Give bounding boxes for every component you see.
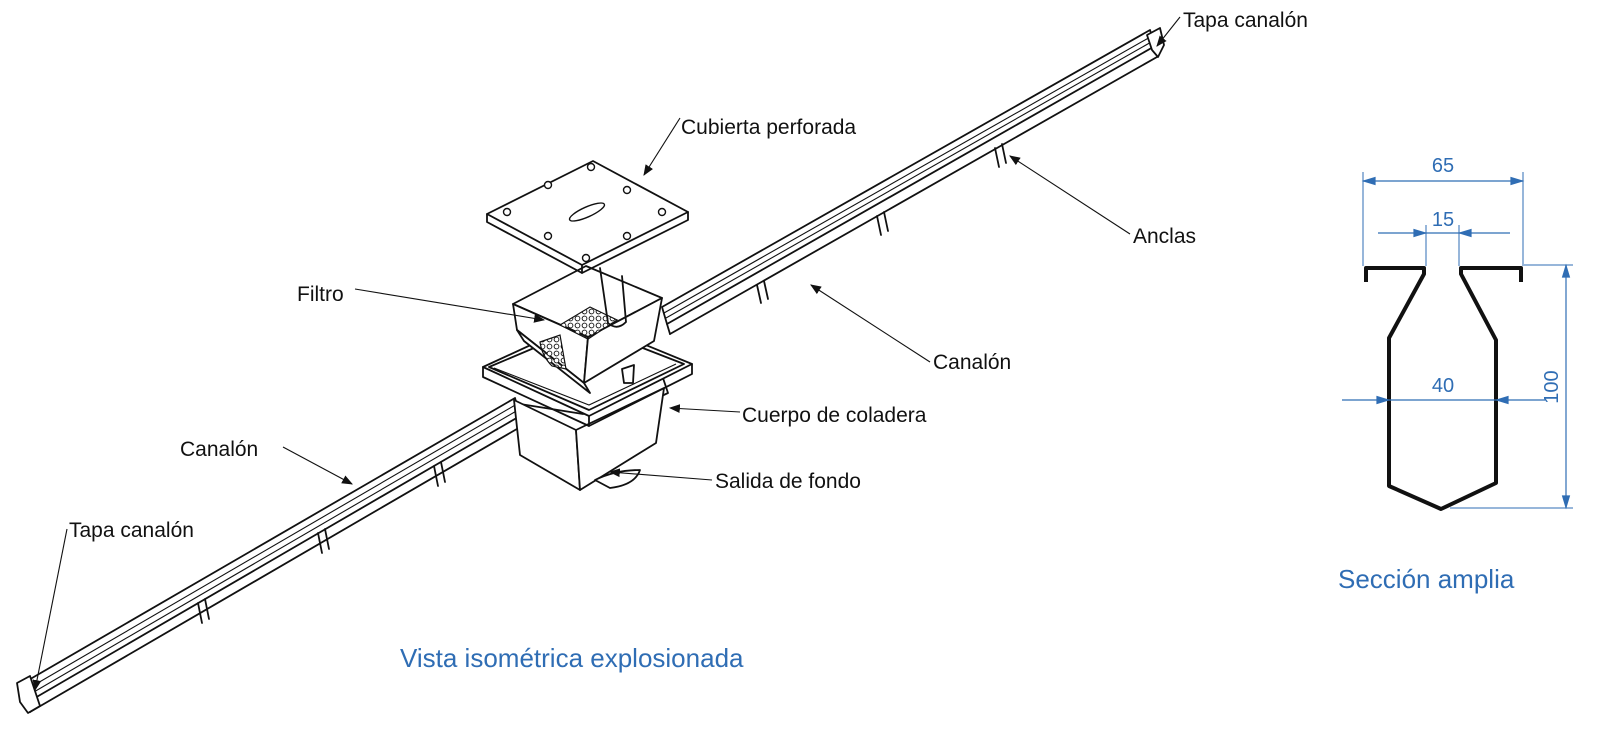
title-isometric-view: Vista isométrica explosionada: [400, 643, 744, 673]
section-profile: [1364, 266, 1523, 511]
channel-lower: [19, 397, 523, 713]
label-canalon-left: Canalón: [180, 438, 258, 461]
dimension-15: 15: [1432, 209, 1454, 231]
channel-upper: [661, 29, 1158, 335]
title-section-view: Sección amplia: [1338, 564, 1515, 594]
label-anclas: Anclas: [1133, 225, 1196, 248]
label-cuerpo-de-coladera: Cuerpo de coladera: [742, 404, 927, 427]
filter-basket: [512, 265, 663, 394]
leader-lines: [32, 16, 1181, 692]
label-salida-de-fondo: Salida de fondo: [715, 470, 861, 493]
extension-lines: [1362, 172, 1573, 509]
dimension-100: 100: [1541, 370, 1563, 403]
section-view: 65 15 40 100 Sección amplia: [1338, 155, 1573, 594]
label-filtro: Filtro: [297, 283, 344, 306]
label-tapa-canalon-bottom: Tapa canalón: [69, 519, 194, 542]
label-canalon-right: Canalón: [933, 351, 1011, 374]
label-cubierta-perforada: Cubierta perforada: [681, 116, 856, 139]
end-cap-upper: [1146, 27, 1165, 58]
label-tapa-canalon-top: Tapa canalón: [1183, 9, 1308, 32]
isometric-view: Tapa canalón Cubierta perforada Anclas F…: [16, 9, 1308, 714]
end-cap-lower: [16, 675, 41, 714]
perforated-cover: [486, 160, 689, 274]
dimension-40: 40: [1432, 375, 1454, 397]
dimension-65: 65: [1432, 155, 1454, 177]
